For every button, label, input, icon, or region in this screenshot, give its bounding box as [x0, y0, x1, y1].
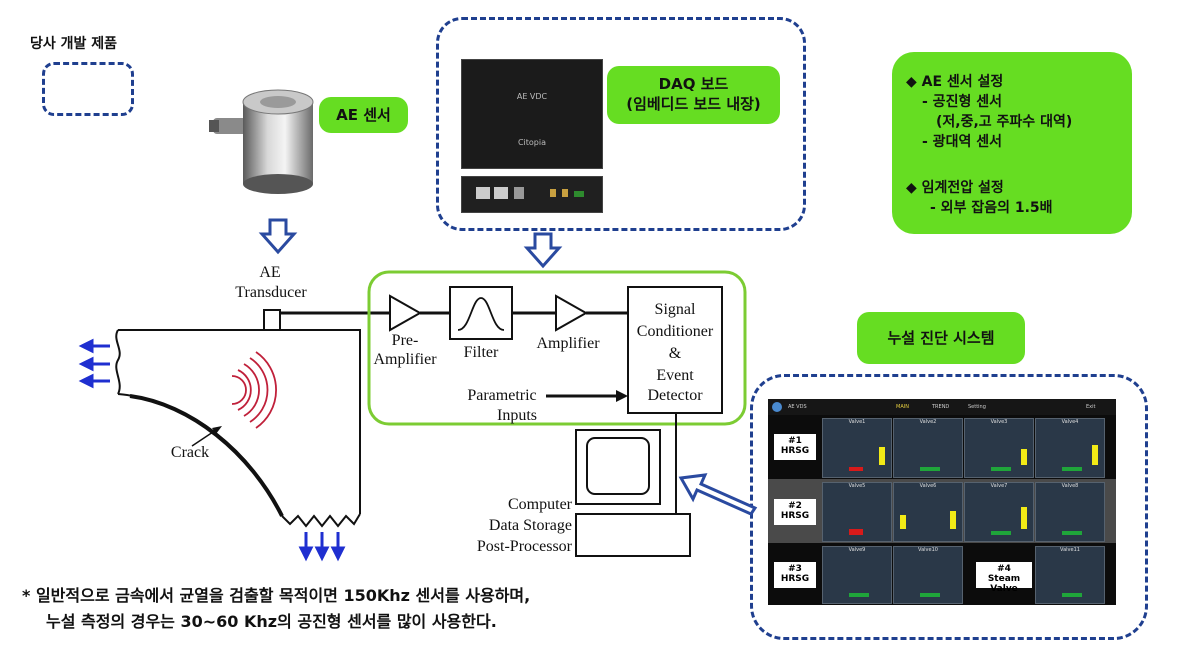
- valve-tile[interactable]: Valve3: [964, 418, 1034, 478]
- valve-tile[interactable]: Valve10: [893, 546, 963, 604]
- pre-amplifier-label: Amplifier: [373, 351, 437, 368]
- ae-sensor-label: AE 센서: [319, 97, 408, 133]
- valve-tile[interactable]: Valve7: [964, 482, 1034, 542]
- computer-symbol: [575, 429, 691, 557]
- settings-noise: - 외부 잡음의 1.5배: [930, 200, 1053, 216]
- crack-label: Crack: [170, 444, 210, 461]
- transducer-label: Transducer: [235, 284, 307, 301]
- daq-device-text: AE VDC: [516, 92, 548, 101]
- post-processor-label: Post-Processor: [476, 538, 572, 555]
- daq-board-label: DAQ 보드 (임베디드 보드 내장): [607, 66, 780, 124]
- pre-amplifier-symbol: [389, 294, 423, 332]
- transducer-block: [263, 309, 281, 331]
- crack-pointer-arrowhead: [212, 426, 222, 434]
- settings-freq-band: (저,중,고 주파수 대역): [936, 114, 1073, 130]
- daq-board-photo: AE VDC Citopia: [461, 59, 603, 169]
- valve-tile[interactable]: Valve2: [893, 418, 963, 478]
- screen-tab-trend[interactable]: TREND: [932, 404, 950, 410]
- ae-sensor-photo: [209, 89, 314, 194]
- crack-pointer-line: [191, 429, 217, 447]
- settings-box: ◆ AE 센서 설정 - 공진형 센서 (저,중,고 주파수 대역) - 광대역…: [892, 52, 1132, 234]
- screen-exit-button[interactable]: Exit: [1086, 404, 1096, 410]
- valve-tile[interactable]: Valve9: [822, 546, 892, 604]
- valve-tile[interactable]: Valve4: [1035, 418, 1105, 478]
- footnote-line2: 누설 측정의 경우는 30~60 Khz의 공진형 센서를 많이 사용한다.: [46, 612, 497, 631]
- signal-conditioner-block: [627, 286, 723, 414]
- detector-label: Detector: [647, 387, 703, 404]
- settings-threshold: ◆ 임계전압 설정: [906, 180, 1004, 196]
- settings-broadband: - 광대역 센서: [922, 134, 1002, 150]
- amplifier-label: Amplifier: [536, 335, 600, 352]
- footnote-line1: * 일반적으로 금속에서 균열을 검출할 목적이면 150Khz 센서를 사용하…: [22, 586, 531, 605]
- crack-line: [129, 394, 284, 517]
- event-label: Event: [656, 367, 694, 384]
- metal-specimen: [115, 329, 361, 528]
- data-storage-label: Data Storage: [488, 517, 572, 534]
- parametric-label: Parametric: [467, 387, 537, 404]
- screen-tab-main[interactable]: MAIN: [896, 404, 909, 410]
- screen-topbar: AE VDS MAIN TREND Setting Exit: [768, 399, 1116, 415]
- amplifier-symbol: [555, 294, 589, 332]
- flow-arrow-left-icon: [78, 338, 110, 389]
- settings-ae-sensor: ◆ AE 센서 설정: [906, 74, 1004, 90]
- ae-label: AE: [259, 264, 281, 281]
- screen-logo-icon: [772, 402, 782, 412]
- conditioner-label: Conditioner: [636, 323, 714, 340]
- daq-label-line1: DAQ 보드: [658, 75, 729, 93]
- filter-label: Filter: [463, 344, 499, 361]
- screen-title: AE VDS: [788, 404, 807, 410]
- inputs-label: Inputs: [497, 407, 537, 424]
- valve-tile[interactable]: Valve5: [822, 482, 892, 542]
- acoustic-emission-waves: [231, 351, 277, 429]
- hollow-arrow-down-icon: [523, 232, 563, 269]
- valve-tile[interactable]: Valve1: [822, 418, 892, 478]
- legend-dashed-box: [42, 62, 134, 116]
- valve-tile[interactable]: Valve8: [1035, 482, 1105, 542]
- hollow-arrow-down-icon: [258, 218, 298, 255]
- signal-label: Signal: [654, 301, 696, 318]
- daq-board-ports-photo: [461, 176, 603, 213]
- hollow-arrow-left-icon: [678, 473, 758, 516]
- valve-tile[interactable]: Valve11: [1035, 546, 1105, 604]
- daq-device-brand: Citopia: [517, 138, 547, 147]
- computer-label: Computer: [508, 496, 572, 513]
- settings-resonant: - 공진형 센서: [922, 94, 1002, 110]
- flow-arrow-down-icon: [298, 532, 346, 562]
- screen-tab-setting[interactable]: Setting: [968, 404, 986, 410]
- daq-label-line2: (임베디드 보드 내장): [626, 95, 761, 113]
- signal-chain-box: [367, 270, 747, 426]
- filter-block: [449, 286, 513, 340]
- valve-tile[interactable]: Valve6: [893, 482, 963, 542]
- company-product-label: 당사 개발 제품: [30, 36, 118, 52]
- leak-system-label: 누설 진단 시스템: [857, 312, 1025, 364]
- ampersand-label: &: [668, 345, 682, 362]
- daq-dashed-box: [436, 17, 806, 231]
- pre-label: Pre-: [391, 332, 419, 349]
